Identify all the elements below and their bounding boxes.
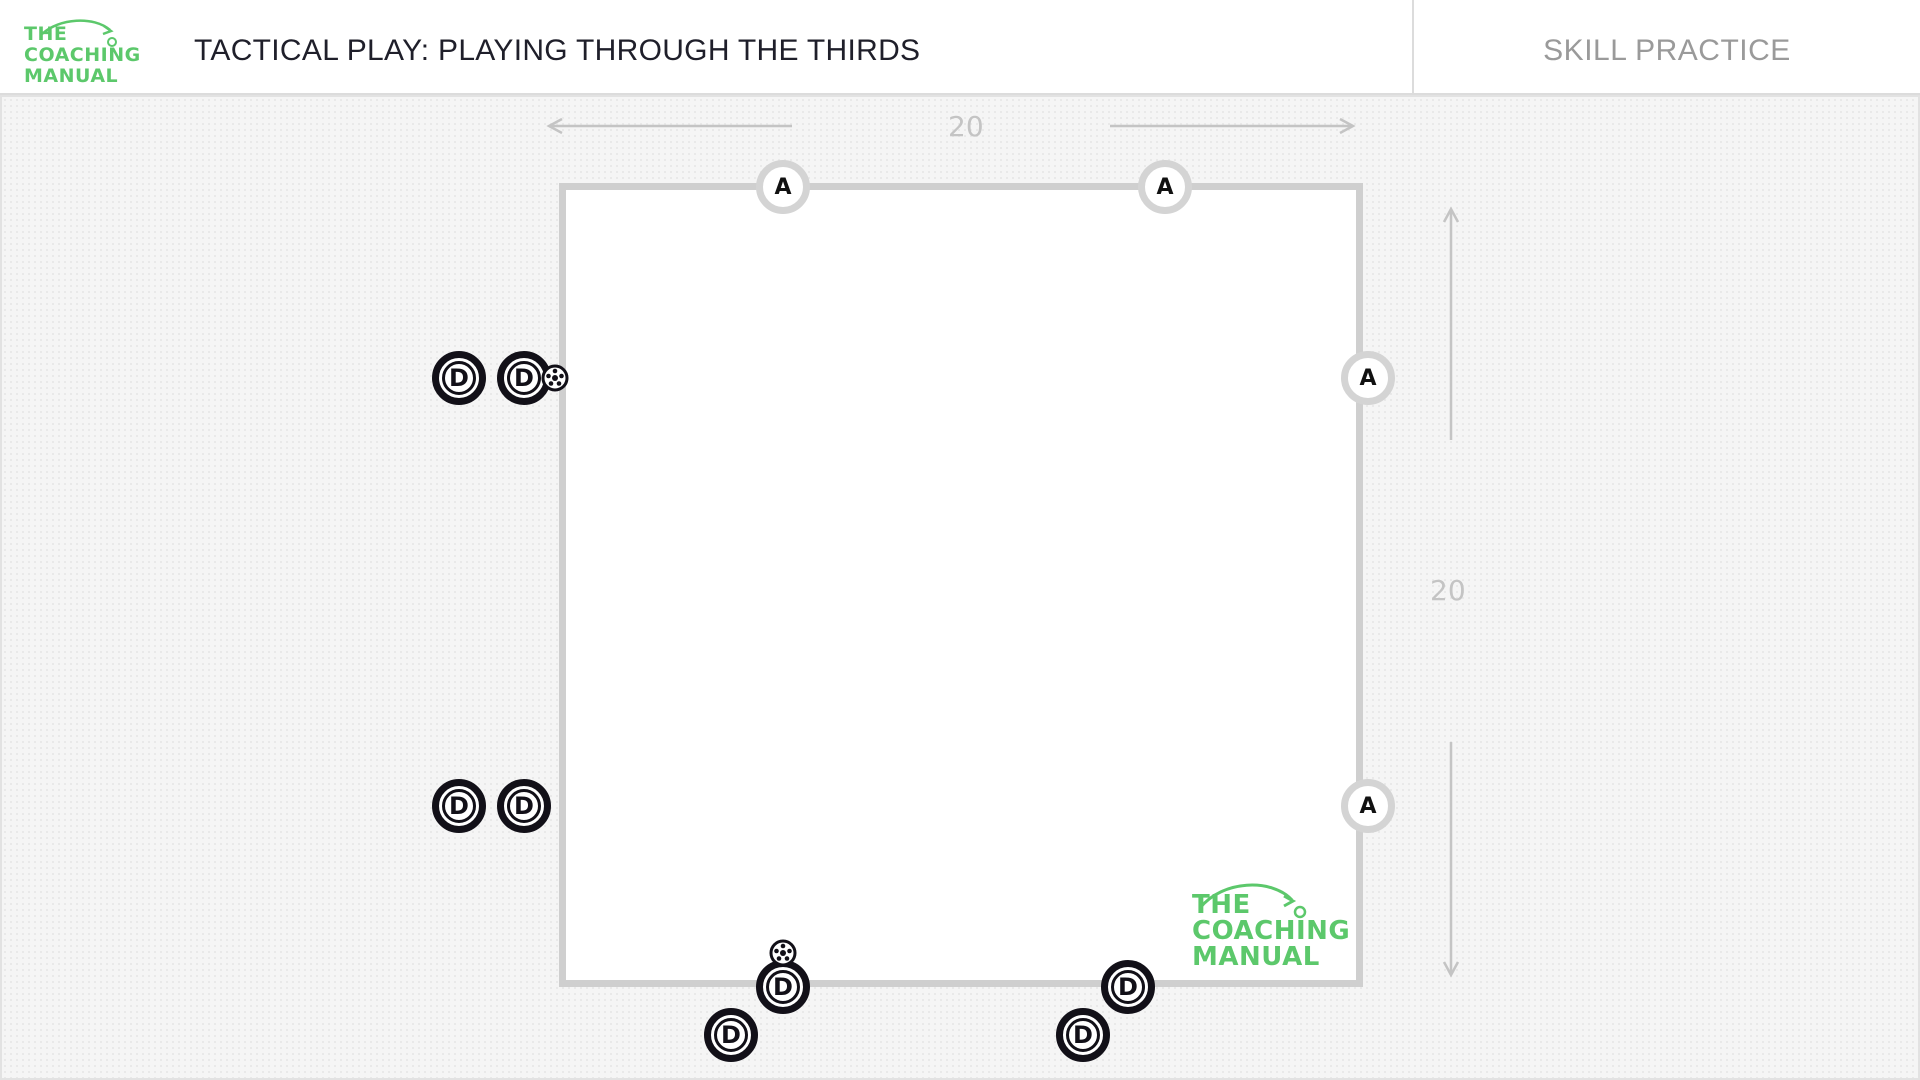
defender-label: D (514, 792, 534, 820)
defender-label: D (773, 973, 793, 1001)
defender-player: D (432, 351, 486, 405)
logo-arrow-icon (41, 19, 117, 47)
width-label: 20 (948, 110, 984, 143)
defender-player: D (497, 779, 551, 833)
soccer-ball-icon (541, 364, 569, 392)
attacker-label: A (1359, 793, 1377, 819)
watermark-line-3: MANUAL (1192, 942, 1320, 972)
soccer-ball-icon (769, 939, 797, 967)
defender-label: D (449, 364, 469, 392)
coaching-manual-logo: THE COACHING MANUAL (14, 12, 164, 92)
defender-label: D (449, 792, 469, 820)
watermark-line-1: THE (1192, 890, 1251, 920)
defender-player: D (756, 960, 810, 1014)
defender-player: D (1056, 1008, 1110, 1062)
attacker-player: A (1341, 351, 1395, 405)
watermark-arrow-icon (1198, 883, 1307, 919)
attacker-label: A (1156, 174, 1174, 200)
defender-player: D (1101, 960, 1155, 1014)
attacker-player: A (1341, 779, 1395, 833)
watermark-line-2: COACHING (1192, 916, 1351, 946)
practice-category: SKILL PRACTICE (1543, 34, 1791, 67)
defender-player: D (432, 779, 486, 833)
attacker-label: A (774, 174, 792, 200)
defender-label: D (1073, 1021, 1093, 1049)
page-title: TACTICAL PLAY: PLAYING THROUGH THE THIRD… (194, 34, 921, 67)
header-divider (1412, 0, 1414, 95)
defender-label: D (514, 364, 534, 392)
defender-label: D (1118, 973, 1138, 1001)
logo-line-2: COACHING (24, 44, 141, 66)
logo-wordmark: THE COACHING MANUAL (24, 24, 141, 87)
logo-line-3: MANUAL (24, 65, 119, 87)
watermark-logo: THE COACHING MANUAL (1182, 870, 1362, 980)
logo-line-1: THE (24, 23, 68, 45)
defender-player: D (704, 1008, 758, 1062)
width-arrow (546, 117, 1356, 135)
attacker-player: A (1138, 160, 1192, 214)
height-label: 20 (1430, 574, 1466, 607)
height-arrow (1442, 206, 1460, 978)
watermark-wordmark: THE COACHING MANUAL (1192, 892, 1350, 970)
header-bar: THE COACHING MANUAL TACTICAL PLAY: PLAYI… (0, 0, 1920, 95)
defender-label: D (721, 1021, 741, 1049)
attacker-player: A (756, 160, 810, 214)
attacker-label: A (1359, 365, 1377, 391)
pitch-area (559, 183, 1363, 987)
